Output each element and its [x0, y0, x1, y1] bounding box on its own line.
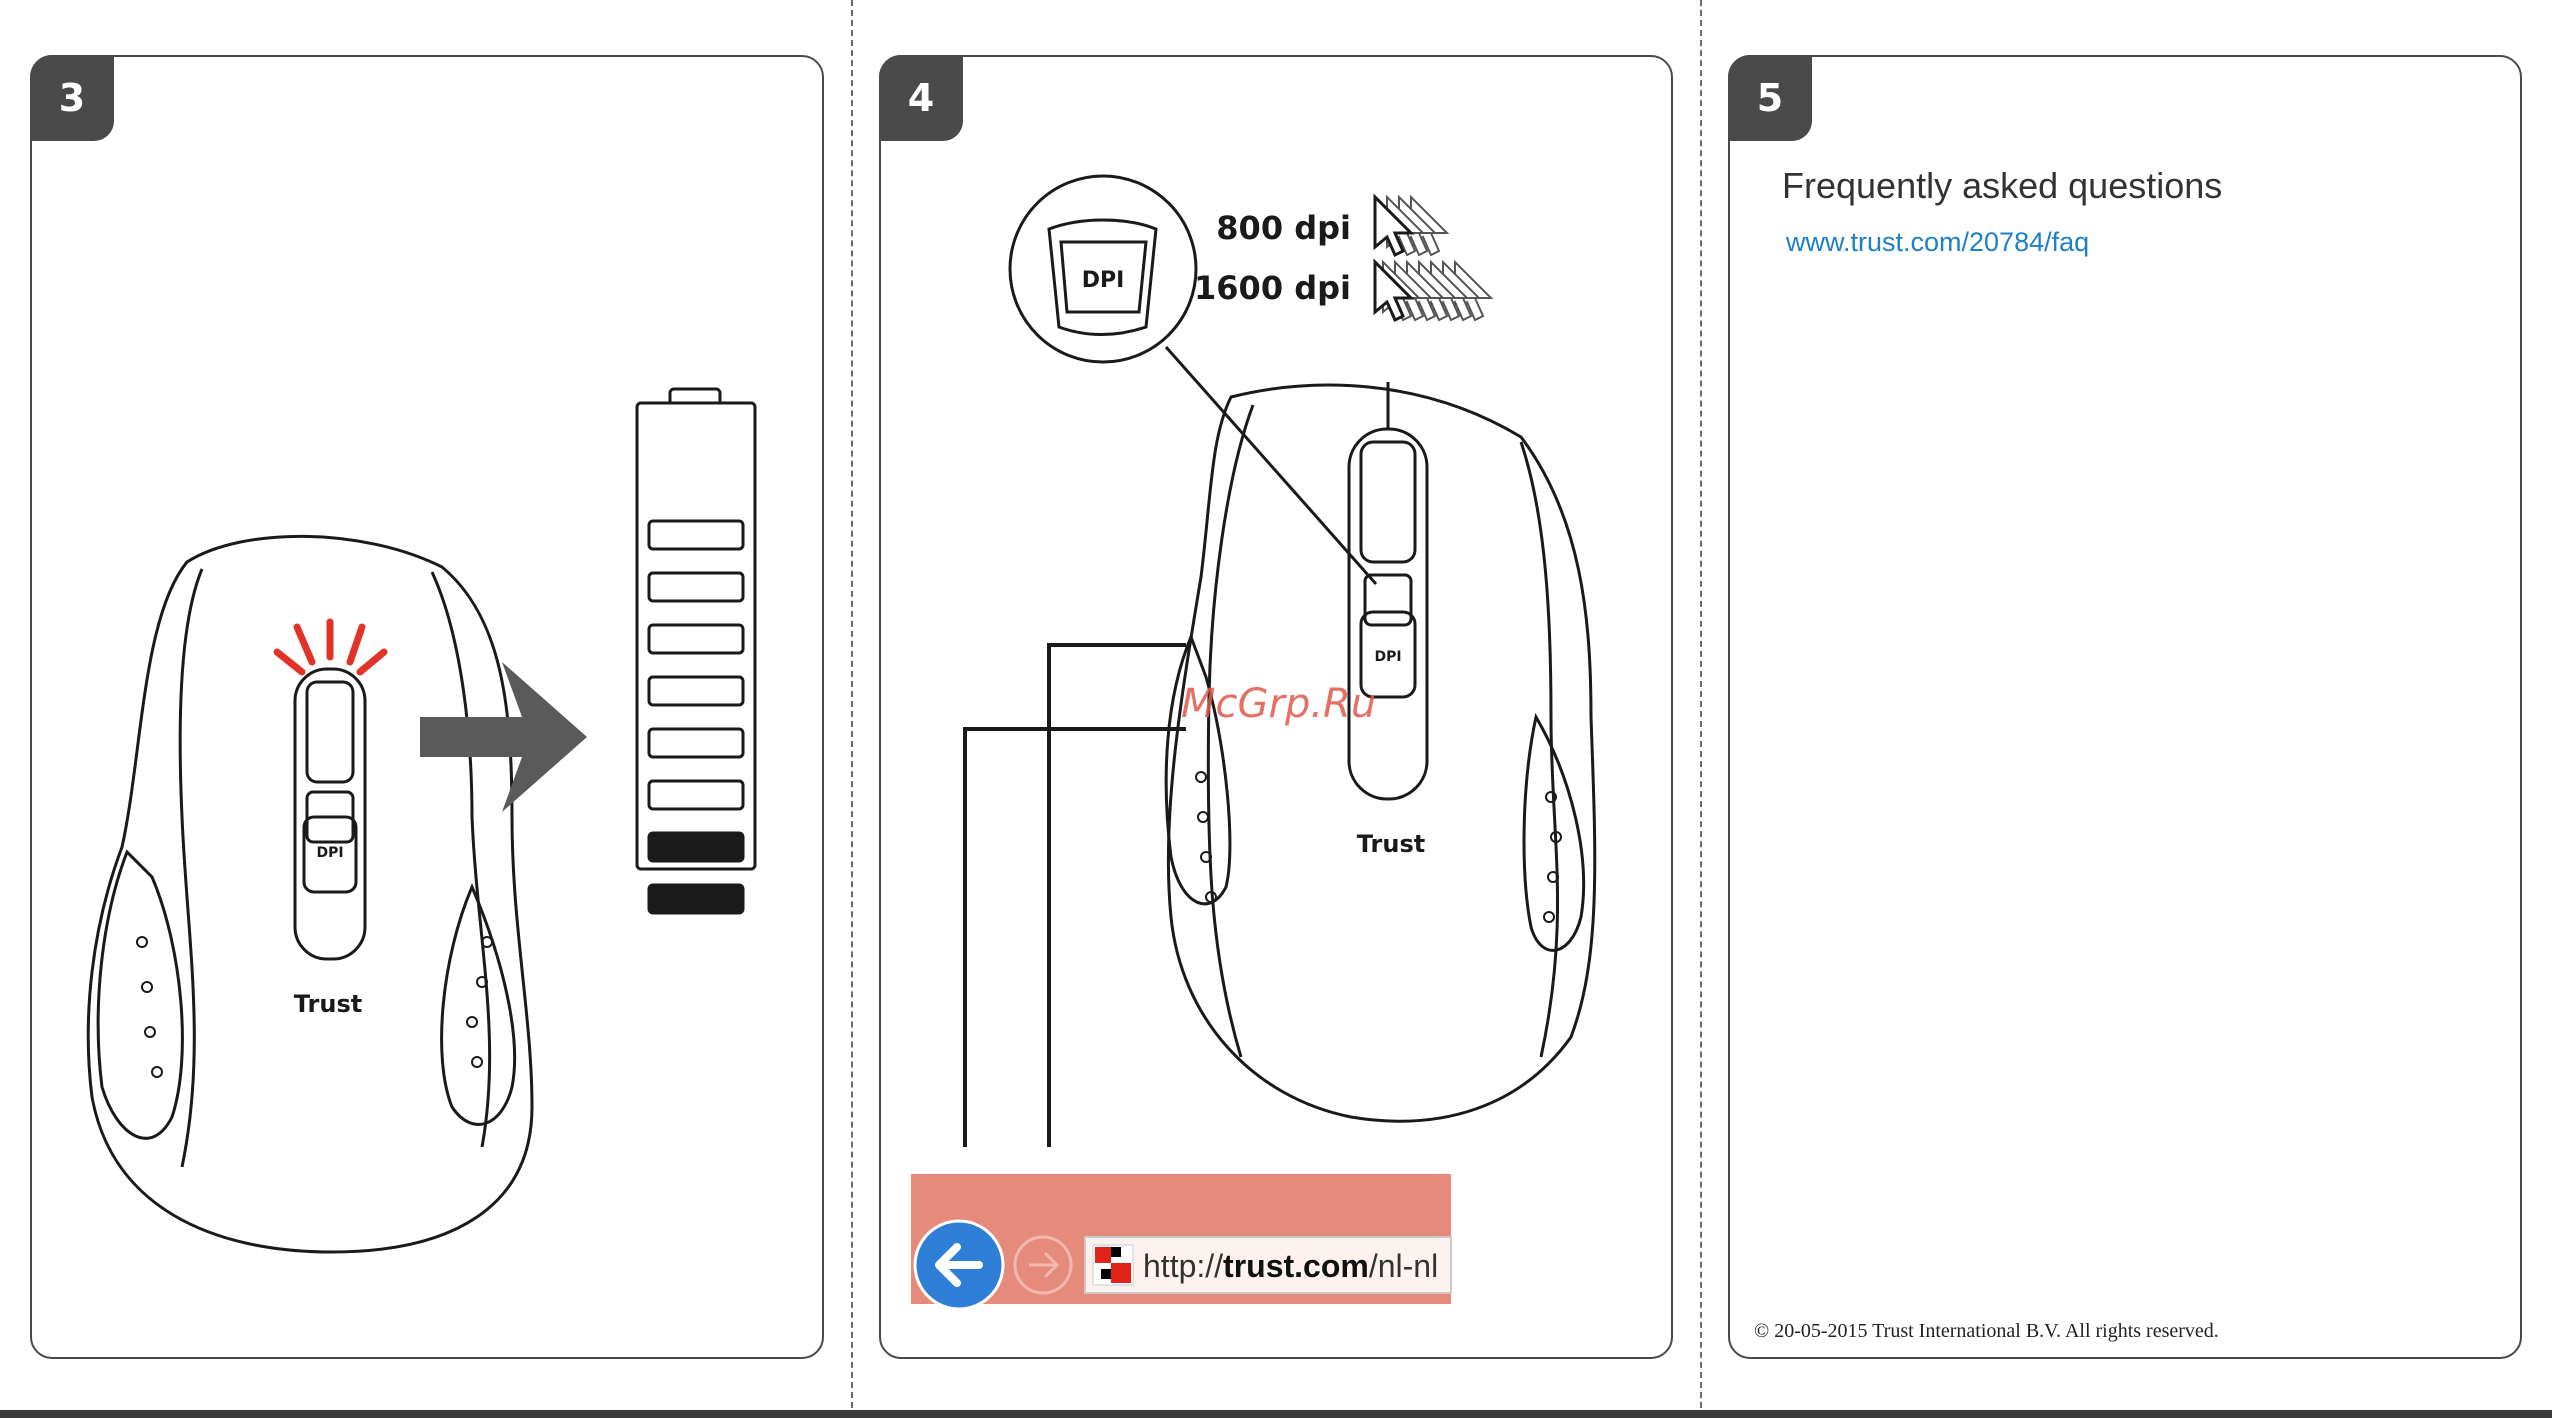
charging-illustration: DPI Trust — [32, 57, 822, 1357]
cut-line-1 — [851, 0, 853, 1418]
cursor-trail-slow-icon — [1375, 197, 1447, 255]
battery-segment-empty — [649, 521, 743, 549]
panel-step-5: 5 Frequently asked questions www.trust.c… — [1728, 55, 2522, 1359]
faq-title: Frequently asked questions — [1782, 165, 2222, 207]
dpi-key-label: DPI — [316, 845, 343, 861]
address-url: http://trust.com/nl-nl — [1143, 1248, 1438, 1284]
mouse-brand-logo: Trust — [1357, 830, 1425, 858]
cursor-trail-fast-icon — [1375, 262, 1491, 320]
bottom-rule — [0, 1410, 2552, 1418]
panel-step-4: 4 DPI 800 dpi 1600 dpi — [879, 55, 1673, 1359]
copyright-notice: © 20-05-2015 Trust International B.V. Al… — [1754, 1320, 2219, 1343]
dpi-option-1600: 1600 dpi — [1194, 269, 1351, 307]
dpi-illustration: DPI 800 dpi 1600 dpi — [881, 57, 1671, 1357]
site-favicon-icon — [1093, 1245, 1133, 1285]
mouse-illustration — [1166, 382, 1595, 1121]
battery-segment-filled — [649, 885, 743, 913]
cut-line-2 — [1700, 0, 1702, 1418]
battery-segment-empty — [649, 625, 743, 653]
battery-segment-empty — [649, 781, 743, 809]
battery-segment-empty — [649, 729, 743, 757]
browser-toolbar: http://trust.com/nl-nl — [911, 1174, 1451, 1309]
led-glow — [277, 622, 384, 672]
battery-segment-empty — [649, 573, 743, 601]
watermark: McGrp.Ru — [1181, 681, 1376, 727]
side-button-callout-lines — [965, 645, 1186, 1147]
step-number: 5 — [1728, 55, 1812, 141]
faq-link[interactable]: www.trust.com/20784/faq — [1786, 227, 2089, 258]
mouse-brand-logo: Trust — [294, 990, 362, 1018]
battery-segment-empty — [649, 677, 743, 705]
battery-segment-filled — [649, 833, 743, 861]
dpi-option-800: 800 dpi — [1216, 209, 1351, 247]
panel-step-3: 3 DPI Trust — [30, 55, 824, 1359]
mouse-illustration — [88, 536, 532, 1252]
mouse-dpi-key-label: DPI — [1374, 649, 1401, 665]
dpi-zoom-key-label: DPI — [1082, 268, 1125, 293]
